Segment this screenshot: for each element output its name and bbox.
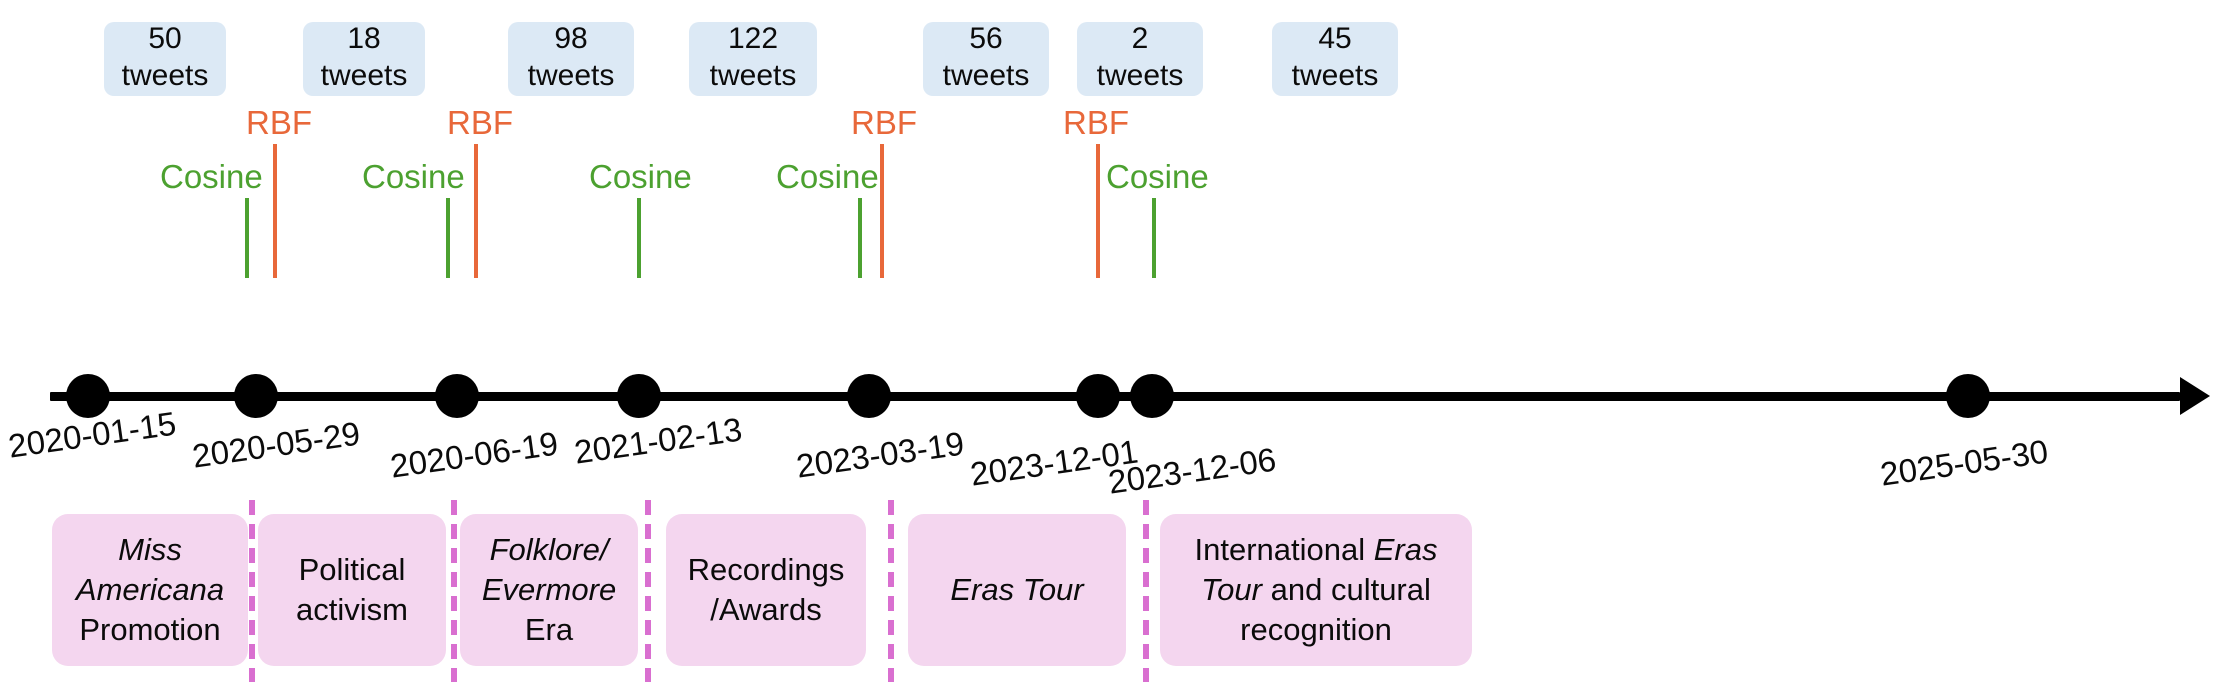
- timeline-event-dot[interactable]: [66, 374, 110, 418]
- era-label-plain: activism: [296, 592, 408, 627]
- era-separator: [451, 500, 457, 682]
- era-box[interactable]: Recordings/Awards: [666, 514, 866, 666]
- timeline-event-dot[interactable]: [435, 374, 479, 418]
- era-label-part-plain-2: and cultural recognition: [1240, 572, 1431, 647]
- era-separator: [1143, 500, 1149, 682]
- cosine-marker-label: Cosine: [160, 158, 263, 195]
- era-box[interactable]: Eras Tour: [908, 514, 1126, 666]
- tweet-count-unit: tweets: [1096, 59, 1184, 92]
- era-box-label: Recordings/Awards: [688, 550, 845, 629]
- timeline-event-dot[interactable]: [617, 374, 661, 418]
- timeline-event-dot[interactable]: [1946, 374, 1990, 418]
- timeline-event-dot[interactable]: [234, 374, 278, 418]
- cosine-marker-line: [1152, 198, 1156, 278]
- rbf-marker-line: [474, 144, 478, 278]
- rbf-marker-label: RBF: [246, 104, 312, 141]
- cosine-marker-label: Cosine: [1106, 158, 1209, 195]
- tweet-count-number: 18: [347, 22, 381, 56]
- era-box[interactable]: International Eras Tour and cultural rec…: [1160, 514, 1472, 666]
- era-label-part-plain: International: [1194, 532, 1374, 568]
- tweet-count-number: 56: [969, 22, 1003, 56]
- era-label-line: Political: [296, 550, 408, 590]
- timeline-date-label: 2020-05-29: [190, 414, 363, 475]
- tweet-count-unit: tweets: [320, 59, 408, 92]
- era-label-line: Miss: [76, 530, 224, 570]
- era-label-italic: Americana: [75, 572, 225, 608]
- cosine-marker-line: [858, 198, 862, 278]
- cosine-marker-line: [637, 198, 641, 278]
- era-label-line: Folklore/: [482, 530, 616, 570]
- tweet-count-number: 45: [1318, 22, 1352, 56]
- era-label-line: /Awards: [688, 590, 845, 630]
- tweet-count-number: 50: [148, 22, 182, 56]
- timeline-arrow-icon: [2180, 377, 2210, 415]
- era-label-line: Era: [482, 610, 616, 650]
- timeline-date-label: 2025-05-30: [1878, 432, 2051, 493]
- tweet-count-unit: tweets: [1291, 59, 1379, 92]
- cosine-marker-label: Cosine: [776, 158, 879, 195]
- cosine-marker-line: [446, 198, 450, 278]
- tweet-count-unit: tweets: [942, 59, 1030, 92]
- rbf-marker-line: [1096, 144, 1100, 278]
- era-label-line: activism: [296, 590, 408, 630]
- era-label-line: Recordings: [688, 550, 845, 590]
- cosine-marker-label: Cosine: [362, 158, 465, 195]
- era-separator: [645, 500, 651, 682]
- tweet-count-unit: tweets: [121, 59, 209, 92]
- rbf-marker-line: [273, 144, 277, 278]
- rbf-marker-label: RBF: [1063, 104, 1129, 141]
- tweet-count-number: 122: [727, 22, 779, 56]
- rbf-marker-label: RBF: [447, 104, 513, 141]
- tweet-count-number: 2: [1131, 22, 1149, 56]
- era-label-plain: /Awards: [710, 592, 822, 627]
- era-label-line: Promotion: [76, 610, 224, 650]
- rbf-marker-label: RBF: [851, 104, 917, 141]
- era-box-label: International Eras Tour and cultural rec…: [1170, 530, 1462, 649]
- tweet-count-number: 98: [554, 22, 588, 56]
- era-label-line: Americana: [76, 570, 224, 610]
- era-label-italic: Miss: [118, 532, 182, 568]
- era-separator: [249, 500, 255, 682]
- timeline-event-dot[interactable]: [1076, 374, 1120, 418]
- era-box-label: Political activism: [296, 550, 408, 629]
- tweet-count-unit: tweets: [527, 59, 615, 92]
- era-box[interactable]: Political activism: [258, 514, 446, 666]
- era-label-line: Evermore: [482, 570, 616, 610]
- timeline-date-label: 2021-02-13: [572, 410, 745, 471]
- rbf-marker-line: [880, 144, 884, 278]
- era-label-plain: Recordings: [687, 552, 845, 588]
- era-label-italic: Eras Tour: [950, 572, 1084, 608]
- timeline-event-dot[interactable]: [847, 374, 891, 418]
- era-box-label: Eras Tour: [950, 570, 1083, 610]
- cosine-marker-line: [245, 198, 249, 278]
- era-label-plain: Era: [524, 611, 574, 647]
- era-label-plain: Promotion: [79, 611, 221, 647]
- tweet-count-unit: tweets: [709, 59, 797, 92]
- era-separator: [888, 500, 894, 682]
- era-label-part-italic: Eras Tour: [1201, 532, 1438, 608]
- era-label-plain: Political: [298, 552, 406, 588]
- era-label-italic: Evermore: [481, 572, 617, 608]
- timeline-event-dot[interactable]: [1130, 374, 1174, 418]
- timeline-date-label: 2023-03-19: [794, 424, 967, 485]
- era-label-line: Eras Tour: [950, 570, 1083, 610]
- era-label-italic: Folklore/: [489, 532, 609, 568]
- timeline-date-label: 2020-06-19: [388, 424, 561, 485]
- cosine-marker-label: Cosine: [589, 158, 692, 195]
